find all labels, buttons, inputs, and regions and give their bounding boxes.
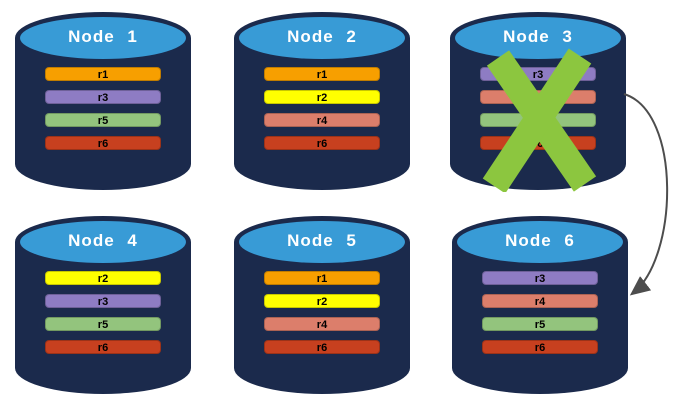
- replica-label: r4: [532, 92, 544, 104]
- node-2: Node 2 r1 r2 r4 r6: [232, 8, 412, 192]
- replica-label: r4: [316, 115, 328, 127]
- replica-label: r6: [316, 138, 328, 150]
- replica-label: r3: [97, 92, 109, 104]
- replica-label: r1: [97, 69, 109, 81]
- replica-label: r2: [97, 273, 109, 285]
- replica-label: r2: [316, 92, 328, 104]
- replica-bar: r3: [480, 67, 596, 81]
- replica-bar: r6: [264, 340, 380, 354]
- node-label: Node 6: [505, 231, 575, 250]
- replica-bar: r1: [264, 271, 380, 285]
- node-label: Node 1: [68, 27, 138, 46]
- replica-label: r6: [97, 138, 109, 150]
- replica-bar: r2: [264, 294, 380, 308]
- replica-bar: r5: [480, 113, 596, 127]
- replica-bar: r5: [482, 317, 598, 331]
- node-label: Node 3: [503, 27, 573, 46]
- replica-label: r6: [316, 342, 328, 354]
- replica-bar: r4: [264, 113, 380, 127]
- replica-label: r6: [97, 342, 109, 354]
- replica-bar: r5: [45, 317, 161, 331]
- replica-bar: r4: [480, 90, 596, 104]
- replica-label: r3: [97, 296, 109, 308]
- replica-label: r6: [534, 342, 546, 354]
- replica-label: r5: [97, 319, 109, 331]
- node-4: Node 4 r2 r3 r5 r6: [13, 212, 193, 396]
- replica-bar: r2: [264, 90, 380, 104]
- replica-label: r6: [532, 138, 544, 150]
- node-label: Node 5: [287, 231, 357, 250]
- replica-label: r1: [316, 273, 328, 285]
- replica-label: r5: [534, 319, 546, 331]
- replica-bar: r4: [264, 317, 380, 331]
- replica-bar: r6: [45, 136, 161, 150]
- replica-bar: r1: [264, 67, 380, 81]
- replica-bar: r6: [480, 136, 596, 150]
- node-5: Node 5 r1 r2 r4 r6: [232, 212, 412, 396]
- replica-bar: r3: [482, 271, 598, 285]
- replica-label: r3: [532, 69, 544, 81]
- replica-bar: r6: [45, 340, 161, 354]
- node-3: Node 3 r3 r4 r5 r6: [448, 8, 628, 192]
- node-label: Node 2: [287, 27, 357, 46]
- replica-label: r3: [534, 273, 546, 285]
- replica-label: r5: [97, 115, 109, 127]
- replica-bar: r3: [45, 90, 161, 104]
- replica-label: r1: [316, 69, 328, 81]
- replica-label: r4: [534, 296, 546, 308]
- replica-label: r5: [532, 115, 544, 127]
- replica-bar: r4: [482, 294, 598, 308]
- replica-bar: r5: [45, 113, 161, 127]
- replica-bar: r2: [45, 271, 161, 285]
- node-6: Node 6 r3 r4 r5 r6: [450, 212, 630, 396]
- node-1: Node 1 r1 r3 r5 r6: [13, 8, 193, 192]
- replica-bar: r6: [264, 136, 380, 150]
- node-label: Node 4: [68, 231, 138, 250]
- replica-label: r2: [316, 296, 328, 308]
- replica-bar: r3: [45, 294, 161, 308]
- replica-bar: r1: [45, 67, 161, 81]
- replica-label: r4: [316, 319, 328, 331]
- replica-bar: r6: [482, 340, 598, 354]
